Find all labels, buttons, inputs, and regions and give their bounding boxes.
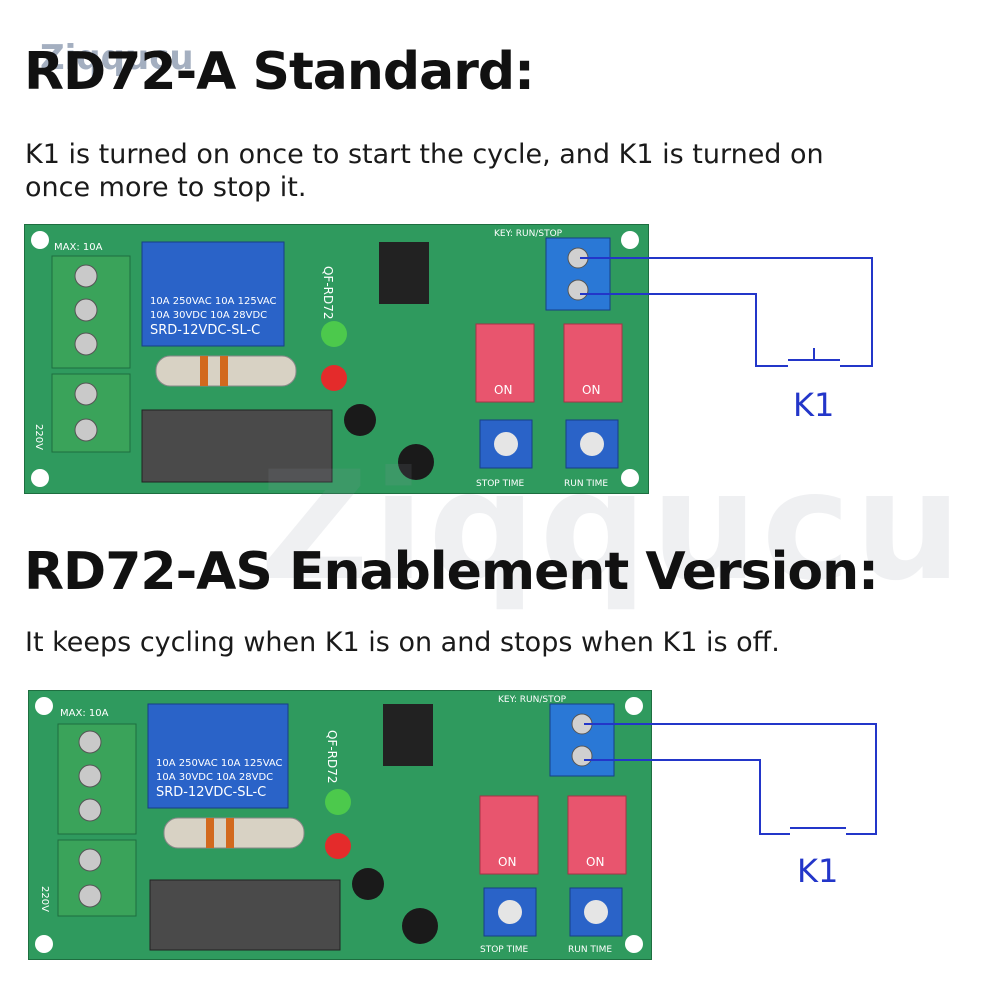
wire-a-bottom xyxy=(580,293,788,367)
voltage-b-label: 220V xyxy=(39,886,50,912)
relay-b-line-1: 10A 250VAC 10A 125VAC xyxy=(156,758,283,769)
wire-b-bottom xyxy=(584,759,790,835)
relay-line-3: SRD-12VDC-SL-C xyxy=(150,323,260,338)
board-b-model: QF-RD72 xyxy=(325,730,339,784)
dip-on-2: ON xyxy=(582,383,600,397)
relay-line-2: 10A 30VDC 10A 28VDC xyxy=(150,310,267,321)
section-b-heading: RD72-AS Enablement Version: xyxy=(24,542,879,602)
run-time-label: RUN TIME xyxy=(564,479,608,489)
voltage-label: 220V xyxy=(33,424,44,450)
wiring-a xyxy=(580,257,873,367)
section-b-description: It keeps cycling when K1 is on and stops… xyxy=(25,627,780,658)
wire-b-top xyxy=(584,723,877,835)
stop-time-b-label: STOP TIME xyxy=(480,945,528,955)
dip-on-1: ON xyxy=(494,383,512,397)
board-b-key: KEY: RUN/STOP xyxy=(498,695,567,705)
pcb-board-b: 10A 250VAC 10A 125VAC 10A 30VDC 10A 28VD… xyxy=(28,690,652,960)
run-time-b-label: RUN TIME xyxy=(568,945,612,955)
dip-b-on-1: ON xyxy=(498,855,516,869)
stop-time-label: STOP TIME xyxy=(476,479,524,489)
board-max: MAX: 10A xyxy=(54,242,103,253)
board-model: QF-RD72 xyxy=(321,266,335,320)
pcb-board-a: 10A 250VAC 10A 125VAC 10A 30VDC 10A 28VD… xyxy=(24,224,649,494)
board-key: KEY: RUN/STOP xyxy=(494,229,563,239)
relay-b-line-3: SRD-12VDC-SL-C xyxy=(156,785,266,800)
board-b-max: MAX: 10A xyxy=(60,708,109,719)
switch-b-label: K1 xyxy=(797,852,839,890)
section-a-description: K1 is turned on once to start the cycle,… xyxy=(25,139,824,203)
pcb-graphic-b xyxy=(28,690,652,960)
section-a-heading: RD72-A Standard: xyxy=(24,42,535,102)
relay-b-line-2: 10A 30VDC 10A 28VDC xyxy=(156,772,273,783)
watermark-logo: Ziqqucu xyxy=(40,38,194,78)
wiring-b xyxy=(584,723,877,835)
watermark-text: Ziqqucu xyxy=(260,440,966,614)
switch-a-label: K1 xyxy=(793,386,835,424)
wire-a-top xyxy=(580,257,873,367)
dip-b-on-2: ON xyxy=(586,855,604,869)
relay-line-1: 10A 250VAC 10A 125VAC xyxy=(150,296,277,307)
pcb-graphic-a xyxy=(24,224,649,494)
